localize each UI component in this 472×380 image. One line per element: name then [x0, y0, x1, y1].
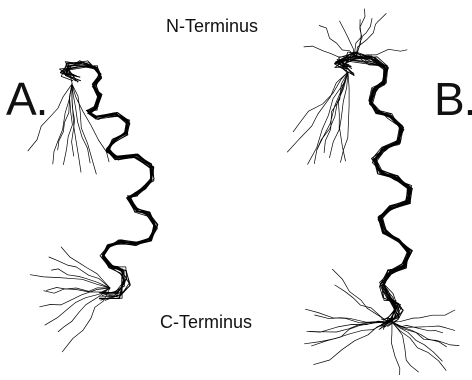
c-terminus-label: C-Terminus [160, 312, 252, 333]
terminal-tail-trace [45, 288, 110, 325]
backbone-trace [341, 56, 410, 325]
backbone-trace [341, 57, 411, 322]
terminal-tail-trace [356, 9, 365, 58]
backbone-trace [63, 67, 158, 293]
terminal-tail-trace [307, 322, 388, 332]
terminal-tail-trace [63, 84, 72, 165]
panel-b-label: B. [434, 72, 472, 126]
panel-a-label: A. [6, 72, 47, 126]
terminal-tail-trace [392, 322, 446, 370]
terminal-tail-trace [49, 257, 110, 288]
terminal-tail-trace [308, 72, 348, 164]
terminal-tail-trace [319, 26, 356, 59]
backbone-trace [65, 63, 158, 294]
backbone-trace [345, 52, 413, 326]
backbone-trace [342, 52, 411, 329]
backbone-trace [343, 52, 413, 323]
backbone-trace [67, 61, 156, 296]
terminal-tail-trace [356, 14, 386, 59]
terminal-tail-trace [293, 72, 348, 132]
terminal-tail-trace [332, 269, 388, 322]
terminal-tail-trace [30, 275, 110, 288]
backbone-trace [341, 60, 411, 323]
terminal-tail-trace [392, 322, 459, 346]
backbone-trace [67, 66, 158, 297]
n-terminus-label: N-Terminus [166, 16, 258, 37]
ensemble-b [287, 9, 459, 375]
backbone-trace [65, 62, 155, 294]
terminal-tail-trace [53, 84, 72, 164]
backbone-trace [67, 63, 155, 297]
terminal-tail-trace [58, 288, 110, 332]
